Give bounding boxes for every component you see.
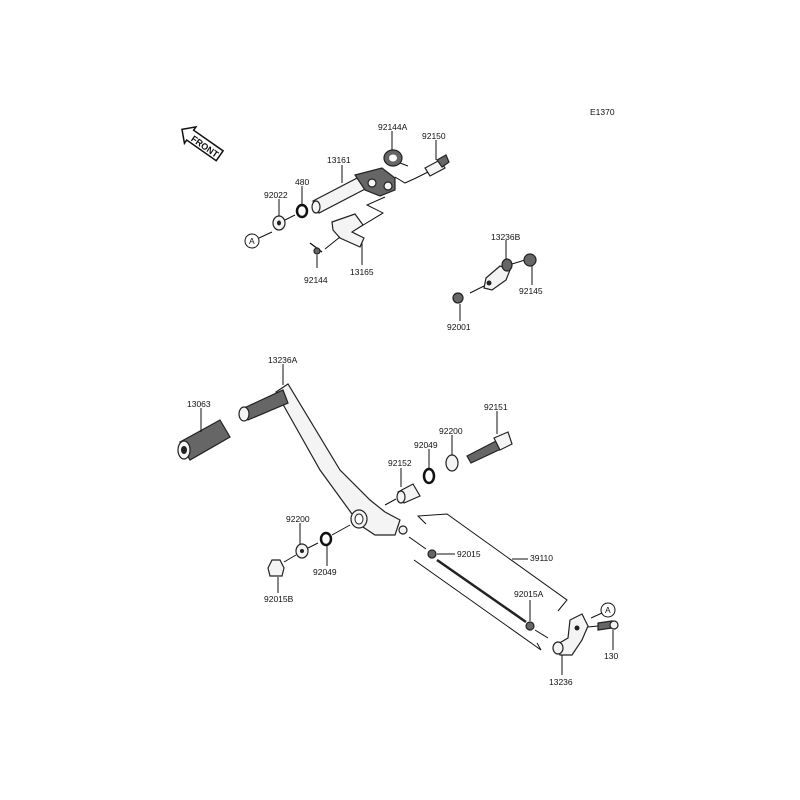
label-13236: 13236 [549, 677, 573, 687]
label-130: 130 [604, 651, 618, 661]
seal-92049-lower [319, 531, 333, 547]
bolt-92150 [424, 154, 450, 177]
front-arrow-icon: FRONT [181, 125, 225, 162]
svg-text:A: A [605, 605, 611, 615]
label-92200-lower: 92200 [286, 514, 310, 524]
spring-92144A [383, 149, 409, 167]
nut-92015 [427, 549, 437, 559]
plate-13165 [331, 213, 365, 248]
nut-92015A [525, 621, 535, 631]
tie-rod [436, 558, 527, 624]
label-13236B: 13236B [491, 232, 521, 242]
label-92150: 92150 [422, 131, 446, 141]
nut-92015B [267, 559, 285, 577]
ref-marker-a-top: A [244, 233, 260, 249]
bolt-92001 [452, 292, 464, 304]
shift-shaft-13161 [311, 167, 396, 214]
label-92144: 92144 [304, 275, 328, 285]
label-92022: 92022 [264, 190, 288, 200]
label-92015: 92015 [457, 549, 481, 559]
shift-pedal-13236A [238, 383, 408, 536]
spring-92145 [523, 253, 537, 267]
label-92145: 92145 [519, 286, 543, 296]
label-92015A: 92015A [514, 589, 544, 599]
ring-480 [295, 203, 309, 219]
washer-92200-upper [445, 454, 459, 472]
label-13161: 13161 [327, 155, 351, 165]
rubber-13063 [177, 419, 231, 461]
label-92151: 92151 [484, 402, 508, 412]
label-92152: 92152 [388, 458, 412, 468]
label-92015B: 92015B [264, 594, 294, 604]
svg-text:A: A [249, 236, 255, 246]
label-13236A: 13236A [268, 355, 298, 365]
label-13165: 13165 [350, 267, 374, 277]
label-39110: 39110 [530, 553, 553, 563]
label-92049-lower: 92049 [313, 567, 337, 577]
diagram-code: E1370 [590, 107, 615, 117]
seal-92049-upper [422, 467, 436, 485]
bolt-92151 [466, 431, 513, 464]
label-92200-upper: 92200 [439, 426, 463, 436]
label-480: 480 [295, 177, 309, 187]
label-92001: 92001 [447, 322, 471, 332]
label-92049-upper: 92049 [414, 440, 438, 450]
ref-marker-a-bottom: A [600, 602, 616, 618]
label-92144A: 92144A [378, 122, 408, 132]
label-13063: 13063 [187, 399, 211, 409]
lever-13236 [552, 613, 589, 656]
